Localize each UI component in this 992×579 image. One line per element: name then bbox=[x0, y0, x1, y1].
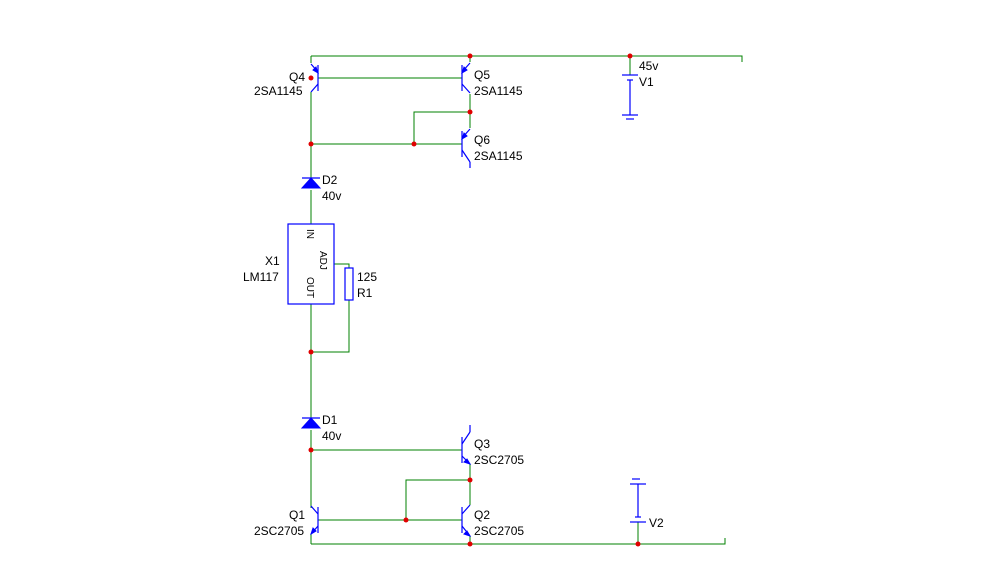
r1-ref-label: R1 bbox=[357, 286, 373, 300]
wire-r1-out bbox=[311, 300, 350, 353]
regulator-x1: IN OUT ADJ bbox=[287, 223, 335, 305]
x1-pin-in-label: IN bbox=[304, 229, 315, 239]
voltage-source-v2 bbox=[630, 478, 646, 523]
q6-part-label: 2SA1145 bbox=[474, 149, 523, 163]
resistor-r1 bbox=[344, 267, 354, 301]
junction-dot bbox=[403, 517, 409, 523]
junction-dot bbox=[411, 141, 417, 147]
wire-top-rail bbox=[311, 55, 743, 62]
junction-dot bbox=[308, 447, 314, 453]
q3-ref-label: Q3 bbox=[474, 437, 490, 451]
junction-dot bbox=[467, 477, 473, 483]
q2-ref-label: Q2 bbox=[474, 508, 490, 522]
transistor-q2 bbox=[461, 504, 472, 537]
wires bbox=[310, 55, 743, 545]
v2-ref-label: V2 bbox=[649, 516, 664, 530]
q3-part-label: 2SC2705 bbox=[474, 453, 524, 467]
q1-part-label: 2SC2705 bbox=[254, 524, 304, 538]
wire-adj-r1 bbox=[334, 263, 350, 268]
q2-part-label: 2SC2705 bbox=[474, 524, 524, 538]
v1-ref-label: V1 bbox=[639, 75, 654, 89]
voltage-source-v1 bbox=[622, 74, 638, 120]
junction-dot bbox=[308, 75, 314, 81]
junction-dot bbox=[467, 53, 473, 59]
q1-ref-label: Q1 bbox=[289, 508, 305, 522]
q5-part-label: 2SA1145 bbox=[474, 84, 523, 98]
transistor-q4 bbox=[310, 63, 319, 93]
d1-value-label: 40v bbox=[322, 429, 341, 443]
junctions bbox=[308, 53, 641, 547]
transistor-q3 bbox=[461, 425, 472, 465]
d1-ref-label: D1 bbox=[322, 413, 338, 427]
junction-dot bbox=[467, 541, 473, 547]
x1-pin-adj-label: ADJ bbox=[317, 251, 328, 270]
q6-ref-label: Q6 bbox=[474, 133, 490, 147]
junction-dot bbox=[308, 349, 314, 355]
transistor-q5 bbox=[461, 62, 471, 94]
d2-ref-label: D2 bbox=[322, 173, 338, 187]
transistor-q1 bbox=[310, 505, 319, 536]
wire-bottom-rail bbox=[311, 538, 726, 545]
wire-q6-loop bbox=[413, 111, 470, 144]
junction-dot bbox=[627, 53, 633, 59]
r1-value-label: 125 bbox=[357, 270, 377, 284]
transistor-q6 bbox=[461, 128, 471, 168]
junction-dot bbox=[635, 541, 641, 547]
wire-q2-loop bbox=[405, 479, 470, 520]
component-labels: Q4 2SA1145 Q5 2SA1145 Q6 2SA1145 D2 40v … bbox=[243, 59, 664, 538]
junction-dot bbox=[308, 141, 314, 147]
q4-ref-label: Q4 bbox=[289, 70, 305, 84]
junction-dot bbox=[467, 109, 473, 115]
q4-part-label: 2SA1145 bbox=[254, 84, 303, 98]
x1-ref-label: X1 bbox=[265, 254, 280, 268]
diode-d2 bbox=[300, 177, 322, 189]
d2-value-label: 40v bbox=[322, 189, 341, 203]
x1-pin-out-label: OUT bbox=[304, 277, 315, 298]
v1-value-label: 45v bbox=[639, 59, 658, 73]
q5-ref-label: Q5 bbox=[474, 68, 490, 82]
diode-d1 bbox=[300, 417, 322, 429]
x1-part-label: LM117 bbox=[243, 270, 279, 284]
